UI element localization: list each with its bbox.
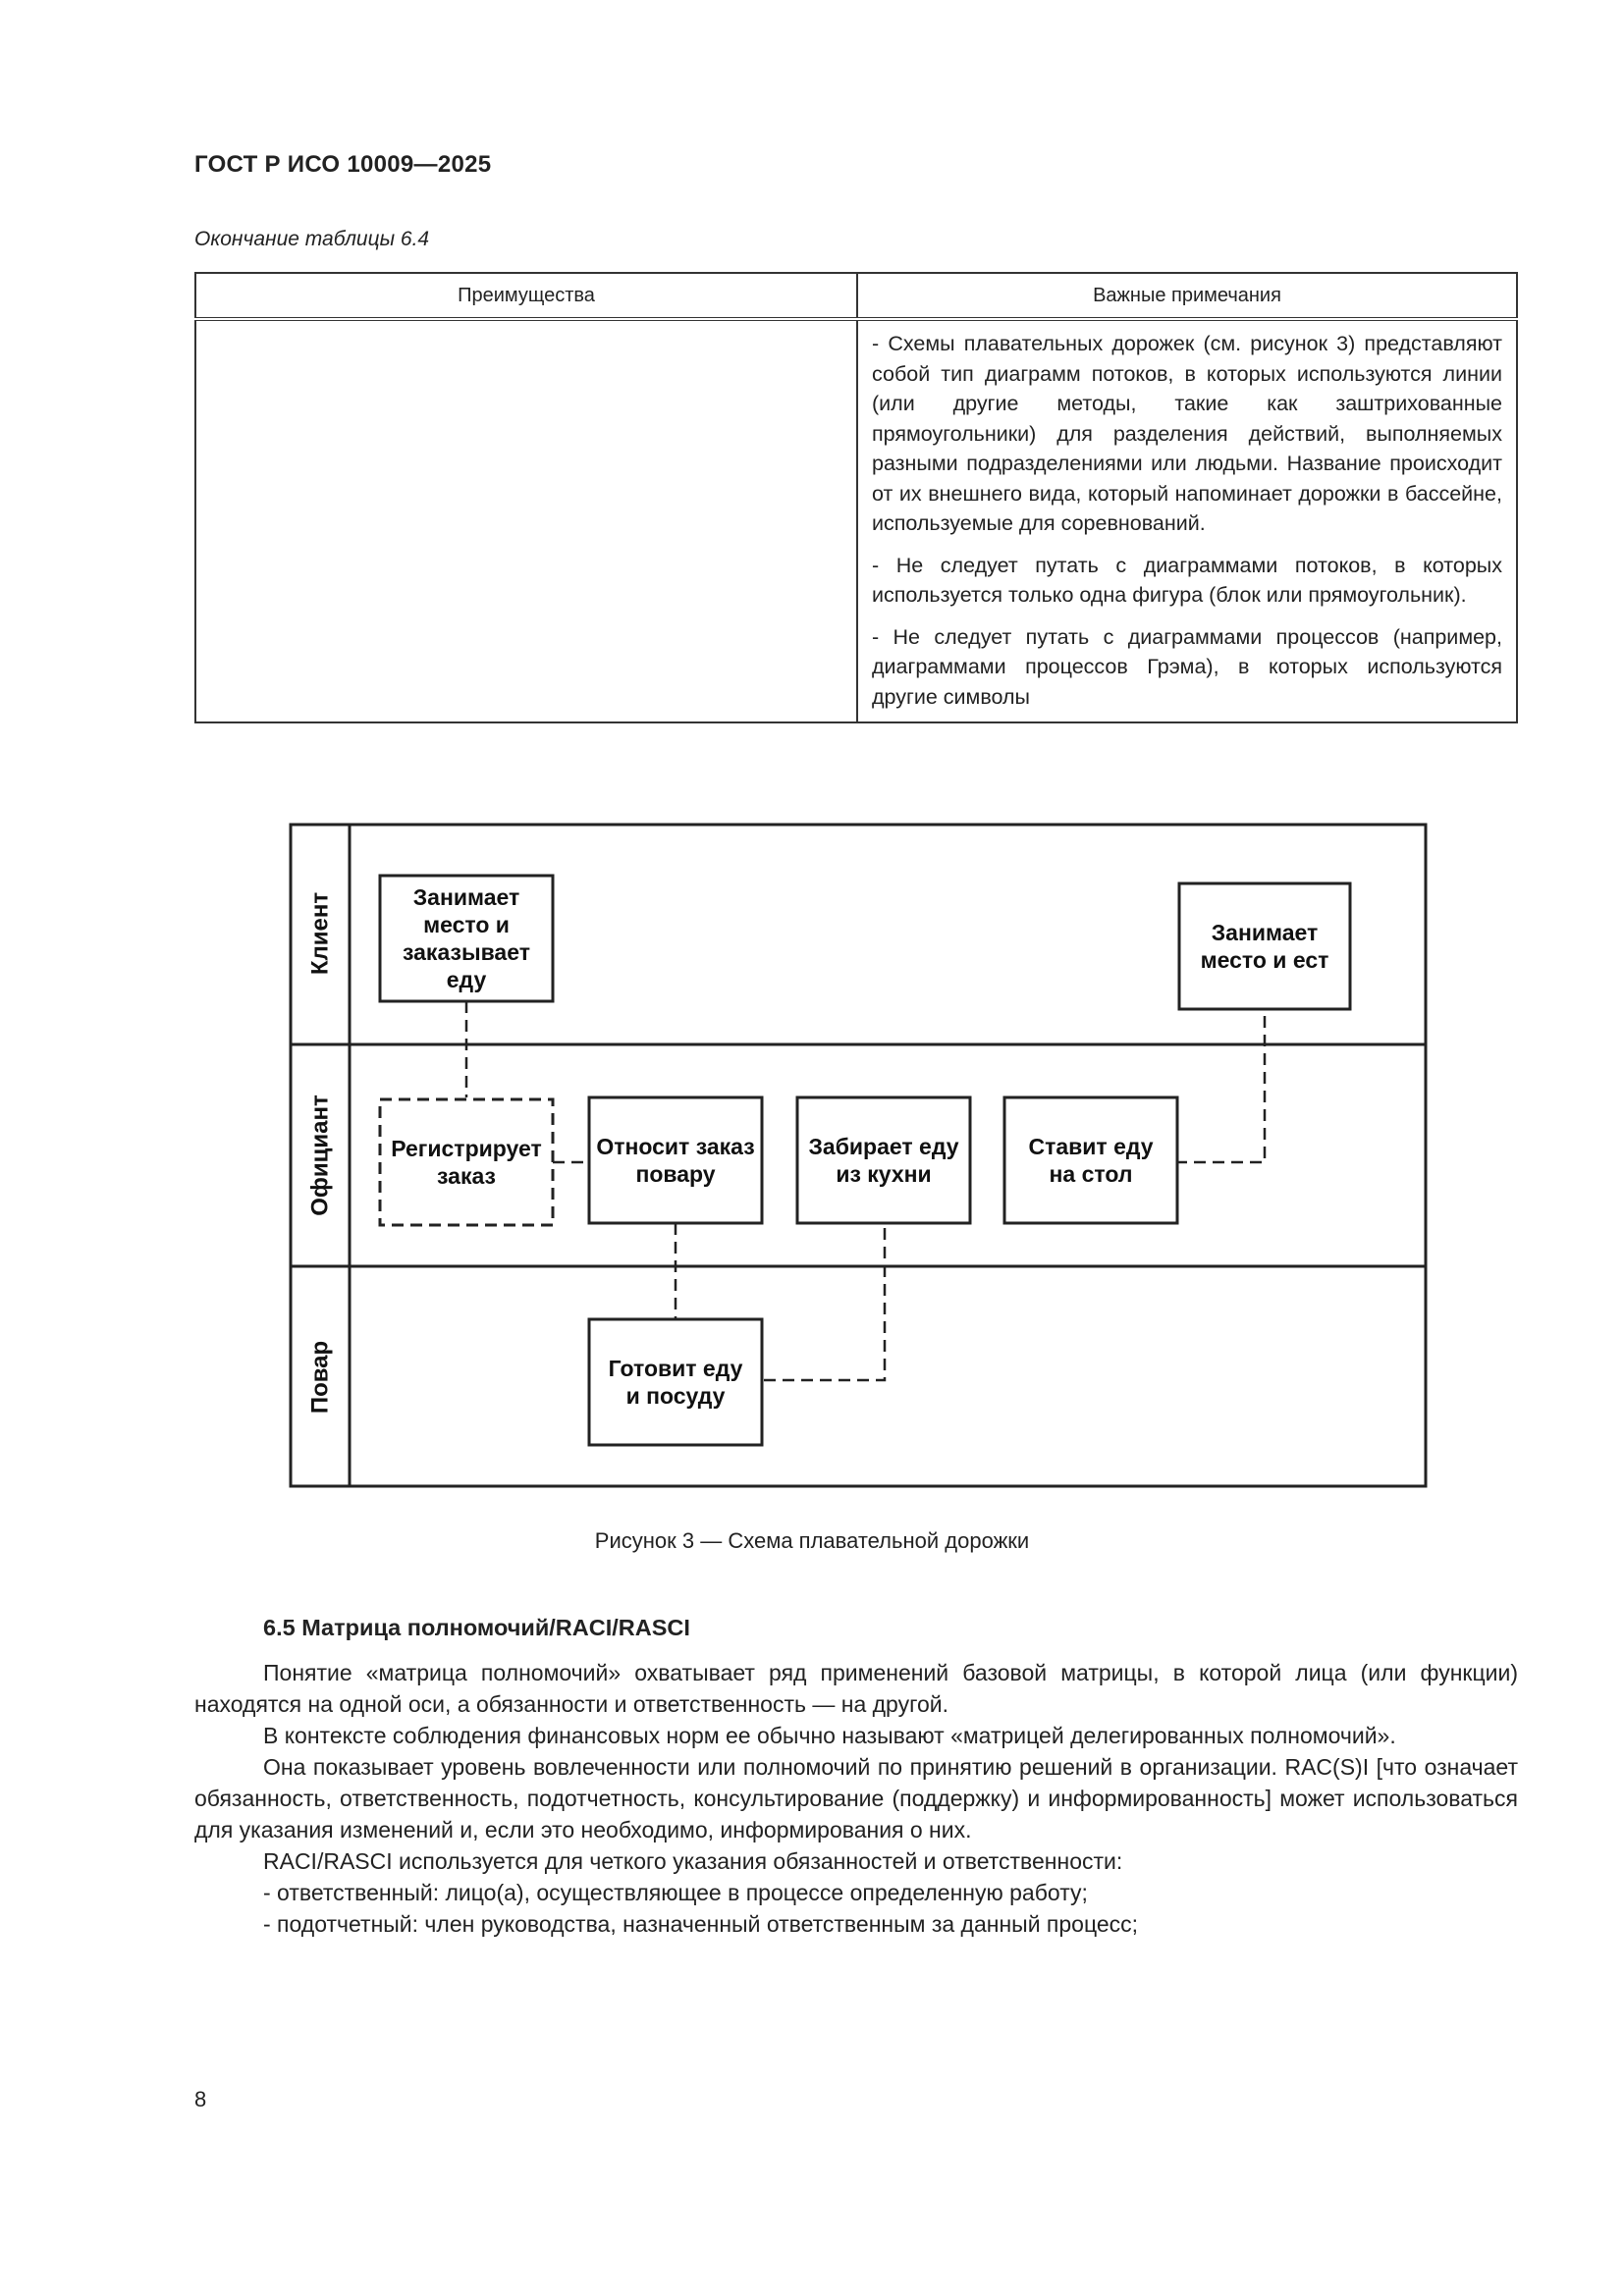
section-title: 6.5 Матрица полномочий/RACI/RASCI bbox=[263, 1615, 690, 1640]
body-paragraph: RACI/RASCI используется для четкого указ… bbox=[263, 1848, 1123, 1874]
table-6-4: Преимущества Важные примечания - Схемы п… bbox=[194, 272, 1518, 723]
note-paragraph: - Не следует путать с диаграммами потоко… bbox=[872, 553, 1502, 608]
diagram-frame bbox=[289, 823, 1428, 1488]
page-number: 8 bbox=[194, 2087, 207, 2111]
column-header-advantages: Преимущества bbox=[194, 272, 858, 321]
body-paragraph: Понятие «матрица полномочий» охватывает … bbox=[194, 1660, 1518, 1717]
list-item: - подотчетный: член руководства, назначе… bbox=[263, 1911, 1139, 1937]
process-box-b6 bbox=[1002, 1095, 1179, 1225]
note-paragraph: - Не следует путать с диаграммами процес… bbox=[872, 624, 1502, 709]
section-body: Понятие «матрица полномочий» охватывает … bbox=[194, 1657, 1518, 1940]
body-paragraph: В контексте соблюдения финансовых норм е… bbox=[263, 1723, 1396, 1748]
process-box-b2 bbox=[1177, 881, 1352, 1011]
lane-label: Повар bbox=[307, 1341, 334, 1414]
column-header-notes: Важные примечания bbox=[856, 272, 1518, 321]
process-box-b5 bbox=[795, 1095, 972, 1225]
table-continuation-caption: Окончание таблицы 6.4 bbox=[194, 228, 430, 250]
process-box-b7 bbox=[587, 1317, 764, 1447]
list-item: - ответственный: лицо(а), осуществляющее… bbox=[263, 1880, 1088, 1905]
notes-cell: - Схемы плавательных дорожек (см. рисуно… bbox=[856, 318, 1518, 723]
process-box-b3 bbox=[378, 1097, 555, 1227]
lane-label: Официант bbox=[307, 1095, 334, 1216]
lane-label: Клиент bbox=[307, 892, 334, 975]
process-box-b4 bbox=[587, 1095, 764, 1225]
process-box-b1 bbox=[378, 874, 555, 1003]
standard-header: ГОСТ Р ИСО 10009—2025 bbox=[194, 151, 492, 178]
figure-caption: Рисунок 3 — Схема плавательной дорожки bbox=[594, 1528, 1030, 1553]
advantages-cell bbox=[194, 318, 858, 723]
note-paragraph: - Схемы плавательных дорожек (см. рисуно… bbox=[872, 332, 1502, 535]
body-paragraph: Она показывает уровень вовлеченности или… bbox=[194, 1754, 1518, 1842]
flow-connector bbox=[1175, 1009, 1267, 1164]
flow-connector bbox=[764, 1223, 887, 1382]
